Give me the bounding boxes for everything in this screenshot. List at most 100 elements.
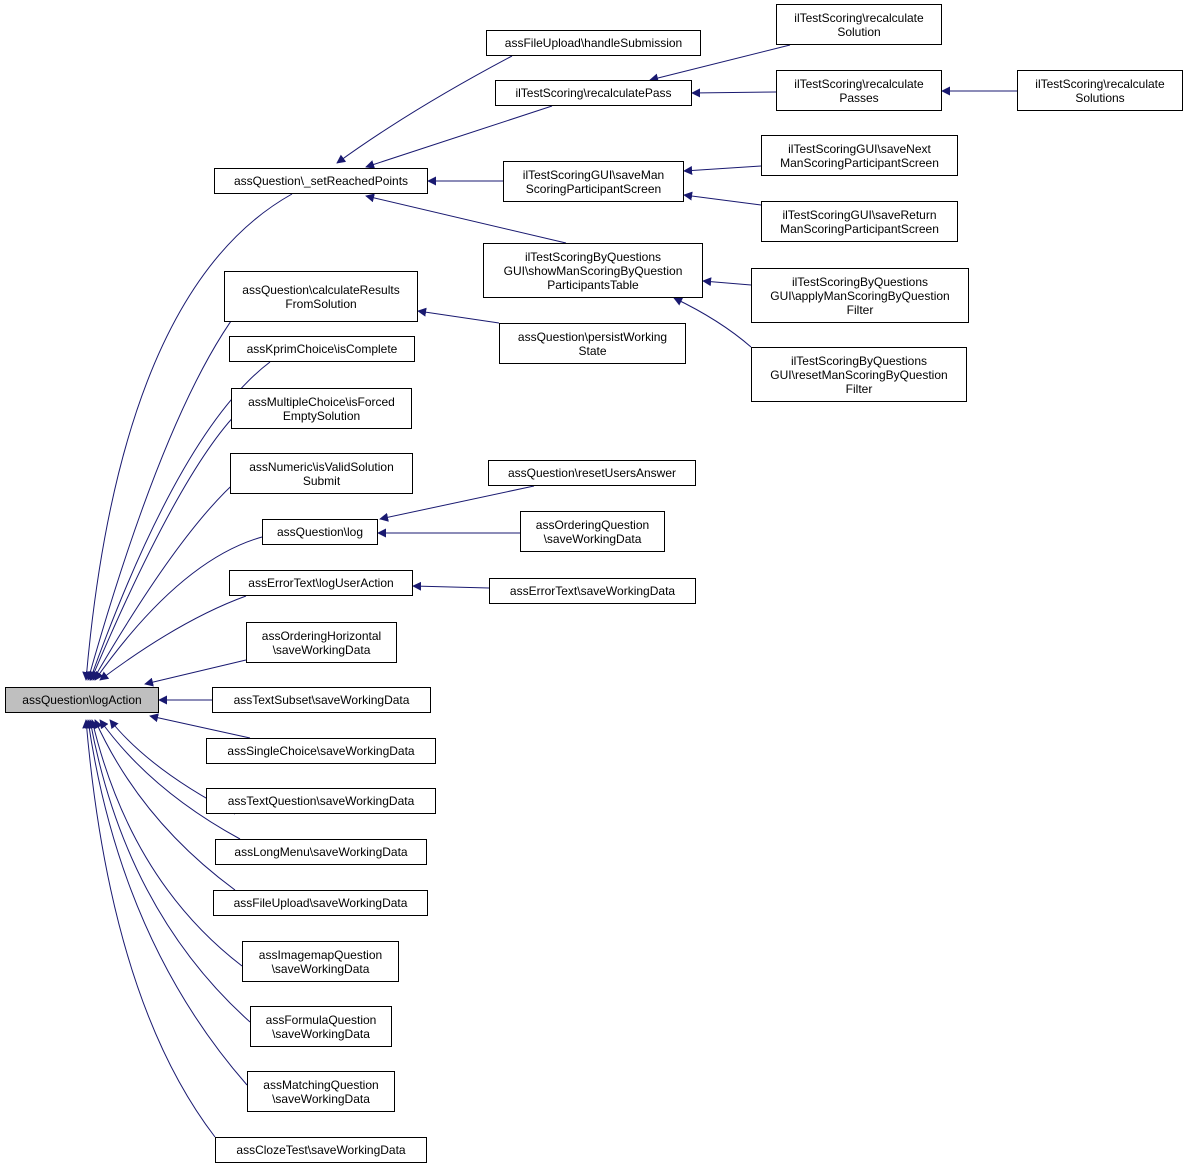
edge-errSave-to-errLog bbox=[412, 581, 490, 591]
node-label-line: assQuestion\resetUsersAnswer bbox=[507, 466, 677, 480]
node-label-line: assErrorText\logUserAction bbox=[248, 576, 394, 590]
node-label-line: assOrderingQuestion bbox=[535, 517, 650, 532]
node-label-line: assImagemapQuestion bbox=[258, 947, 383, 962]
node-kprim[interactable]: assKprimChoice\isComplete bbox=[229, 336, 415, 362]
node-label-line: ScoringParticipantScreen bbox=[525, 181, 662, 196]
node-label-line: assKprimChoice\isComplete bbox=[246, 342, 398, 356]
node-label-line: ilTestScoring\recalculatePass bbox=[515, 86, 672, 100]
node-label-line: \saveWorkingData bbox=[272, 642, 371, 657]
edge-calcResults-to-root bbox=[85, 295, 251, 681]
node-label-line: GUI\applyManScoringByQuestion bbox=[770, 288, 950, 303]
node-cloze[interactable]: assClozeTest\saveWorkingData bbox=[215, 1137, 427, 1163]
edge-numValid-to-root bbox=[92, 477, 241, 681]
node-label-line: ilTestScoringByQuestions bbox=[791, 274, 929, 289]
node-label-line: ilTestScoringGUI\saveReturn bbox=[782, 207, 937, 222]
node-label-line: ilTestScoringByQuestions bbox=[790, 353, 928, 368]
node-label-line: assFileUpload\saveWorkingData bbox=[233, 896, 408, 910]
node-label-line: \saveWorkingData bbox=[543, 531, 642, 546]
node-matching[interactable]: assMatchingQuestion\saveWorkingData bbox=[247, 1071, 395, 1112]
node-label-line: State bbox=[578, 343, 607, 358]
edge-cloze-to-root bbox=[82, 719, 216, 1138]
node-label-line: ilTestScoring\recalculate bbox=[1035, 76, 1165, 91]
node-label-line: assOrderingHorizontal bbox=[261, 628, 382, 643]
node-label-line: Passes bbox=[839, 90, 879, 105]
node-recalcPass[interactable]: ilTestScoring\recalculatePass bbox=[495, 80, 692, 106]
edge-persist-to-calcResults bbox=[417, 307, 500, 324]
node-label-line: assFileUpload\handleSubmission bbox=[504, 36, 683, 50]
edge-mcForced-to-root bbox=[90, 409, 241, 681]
node-label-line: assLongMenu\saveWorkingData bbox=[234, 845, 408, 859]
edge-ordHoriz-to-root bbox=[144, 659, 247, 687]
node-textQuestion[interactable]: assTextQuestion\saveWorkingData bbox=[206, 788, 436, 814]
node-label-line: Filter bbox=[846, 302, 874, 317]
edge-formula-to-root bbox=[87, 719, 251, 1023]
node-label-line: assTextQuestion\saveWorkingData bbox=[227, 794, 415, 808]
edge-matching-to-root bbox=[84, 719, 248, 1086]
node-label-line: ilTestScoringGUI\saveMan bbox=[522, 167, 665, 182]
node-label-line: \saveWorkingData bbox=[272, 1026, 370, 1041]
node-label-line: assTextSubset\saveWorkingData bbox=[233, 693, 410, 707]
node-setReached[interactable]: assQuestion\_setReachedPoints bbox=[214, 168, 428, 194]
edge-showMan-to-setReached bbox=[365, 193, 567, 244]
edge-recalcPasses-to-recalcPass bbox=[691, 88, 777, 98]
node-label-line: Solution bbox=[837, 24, 881, 39]
node-ordHoriz[interactable]: assOrderingHorizontal\saveWorkingData bbox=[246, 622, 397, 663]
node-label-line: ilTestScoringByQuestions bbox=[524, 249, 662, 264]
node-label-line: GUI\resetManScoringByQuestion bbox=[770, 367, 948, 382]
node-label-line: assQuestion\calculateResults bbox=[242, 282, 400, 297]
node-label-line: ManScoringParticipantScreen bbox=[780, 221, 939, 236]
node-label-line: ilTestScoring\recalculate bbox=[794, 10, 924, 25]
node-resetUsers[interactable]: assQuestion\resetUsersAnswer bbox=[488, 460, 696, 486]
node-label-line: assQuestion\_setReachedPoints bbox=[233, 174, 409, 188]
edge-aqLog-to-root bbox=[94, 536, 263, 681]
edge-longMenu-to-root bbox=[99, 719, 241, 840]
edge-resetFilter-to-showMan bbox=[673, 297, 752, 348]
node-root[interactable]: assQuestion\logAction bbox=[5, 687, 159, 713]
edge-applyFilter-to-showMan bbox=[702, 277, 752, 287]
node-label-line: ilTestScoring\recalculate bbox=[794, 76, 924, 91]
edge-kprim-to-root bbox=[88, 361, 271, 681]
node-label-line: Solutions bbox=[1075, 90, 1125, 105]
node-label-line: assMultipleChoice\isForced bbox=[248, 394, 395, 409]
node-fileUploadSave[interactable]: assFileUpload\saveWorkingData bbox=[213, 890, 428, 916]
node-errSave[interactable]: assErrorText\saveWorkingData bbox=[489, 578, 696, 604]
node-label-line: assErrorText\saveWorkingData bbox=[509, 584, 676, 598]
node-label-line: assFormulaQuestion bbox=[265, 1012, 377, 1027]
node-label-line: assClozeTest\saveWorkingData bbox=[236, 1143, 406, 1157]
node-label-line: Submit bbox=[302, 473, 341, 488]
node-textSubset[interactable]: assTextSubset\saveWorkingData bbox=[212, 687, 431, 713]
node-formula[interactable]: assFormulaQuestion\saveWorkingData bbox=[250, 1006, 392, 1047]
edge-imagemap-to-root bbox=[89, 719, 243, 967]
node-fileUploadHandle[interactable]: assFileUpload\handleSubmission bbox=[486, 30, 701, 56]
edge-saveReturn-to-saveMan bbox=[683, 191, 762, 206]
node-label-line: assQuestion\log bbox=[276, 525, 364, 539]
node-imagemap[interactable]: assImagemapQuestion\saveWorkingData bbox=[242, 941, 399, 982]
node-ordSave[interactable]: assOrderingQuestion\saveWorkingData bbox=[520, 511, 665, 552]
node-errLog[interactable]: assErrorText\logUserAction bbox=[229, 570, 413, 596]
node-longMenu[interactable]: assLongMenu\saveWorkingData bbox=[215, 839, 427, 865]
node-singleChoice[interactable]: assSingleChoice\saveWorkingData bbox=[206, 738, 436, 764]
node-aqLog[interactable]: assQuestion\log bbox=[262, 519, 378, 545]
edge-errLog-to-root bbox=[99, 595, 247, 681]
node-label-line: ilTestScoringGUI\saveNext bbox=[788, 141, 931, 156]
node-label-line: assSingleChoice\saveWorkingData bbox=[227, 744, 415, 758]
edge-recalcPass-to-setReached bbox=[365, 105, 553, 169]
node-label-line: ManScoringParticipantScreen bbox=[780, 155, 939, 170]
edge-fileUploadSave-to-root bbox=[94, 719, 236, 891]
node-label-line: \saveWorkingData bbox=[272, 1091, 370, 1106]
node-label-line: assQuestion\persistWorking bbox=[517, 329, 668, 344]
